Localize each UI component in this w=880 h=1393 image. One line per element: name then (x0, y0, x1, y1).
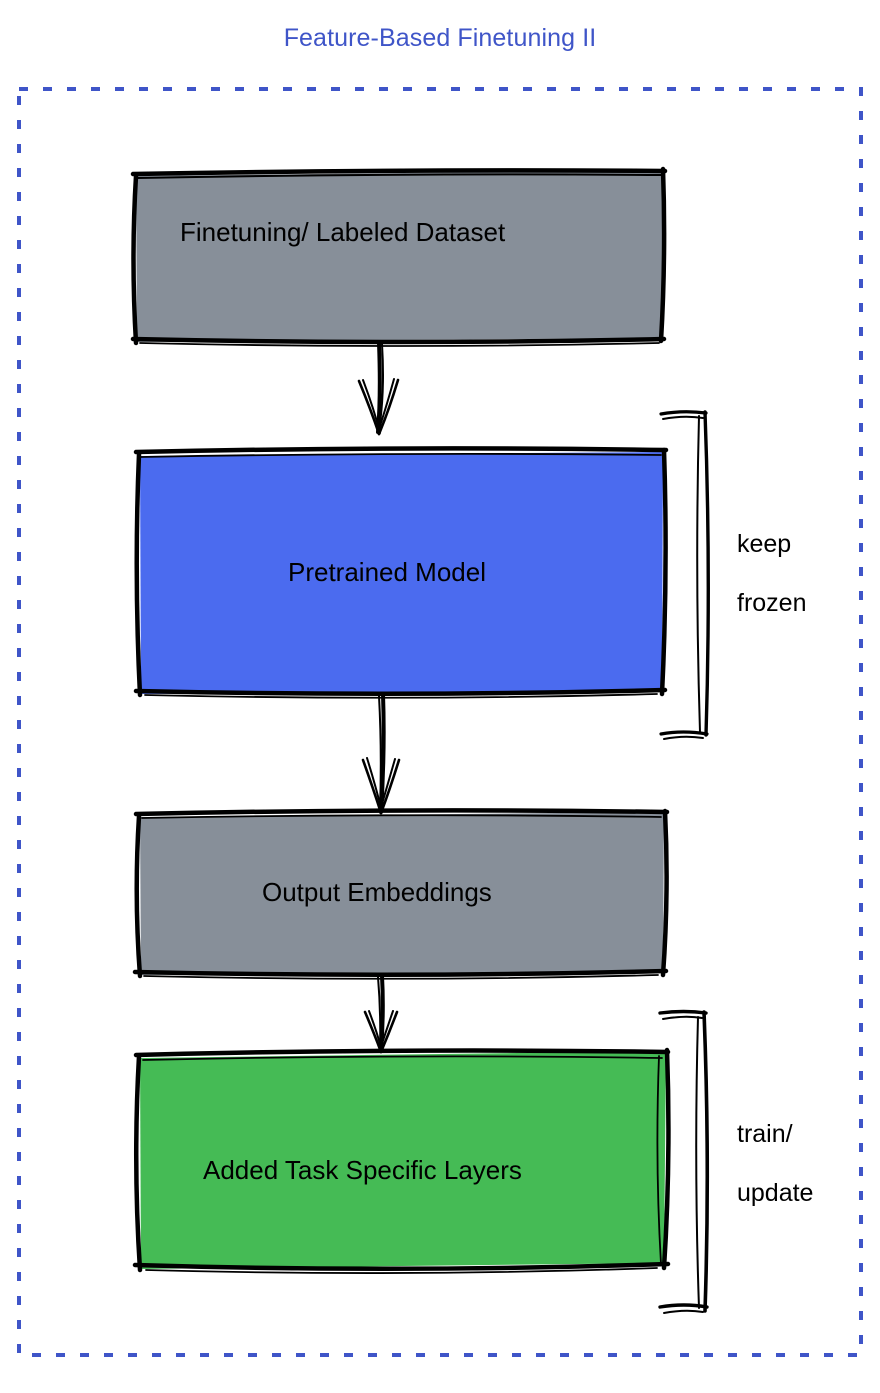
arrow-dataset-to-pretrained (357, 341, 400, 436)
node-pretrained-model[interactable] (133, 446, 669, 699)
arrow-pretrained-to-embeddings (361, 692, 401, 815)
annotation-keep-frozen-line1: keep (737, 529, 792, 558)
arrow-embeddings-to-task-layers (363, 974, 399, 1054)
node-task-specific-layers[interactable] (132, 1047, 671, 1274)
node-dataset[interactable] (130, 166, 668, 347)
annotation-train-update-line2: update (737, 1178, 814, 1207)
node-label-output-embeddings: Output Embeddings (262, 877, 492, 907)
node-label-task-specific-layers: Added Task Specific Layers (203, 1155, 522, 1185)
node-label-dataset: Finetuning/ Labeled Dataset (180, 217, 506, 247)
dashed-boundary (17, 87, 863, 1357)
annotation-keep-frozen-line2: frozen (737, 588, 807, 617)
node-output-embeddings[interactable] (132, 808, 670, 980)
page-title: Feature-Based Finetuning II (283, 24, 597, 52)
bracket-keep-frozen (659, 410, 710, 740)
node-label-pretrained-model: Pretrained Model (288, 557, 486, 587)
annotation-keep-frozen: keep frozen (737, 500, 806, 648)
annotation-train-update-line1: train/ (737, 1119, 793, 1148)
annotation-train-update: train/ update (737, 1090, 813, 1238)
bracket-train-update (658, 1009, 710, 1314)
